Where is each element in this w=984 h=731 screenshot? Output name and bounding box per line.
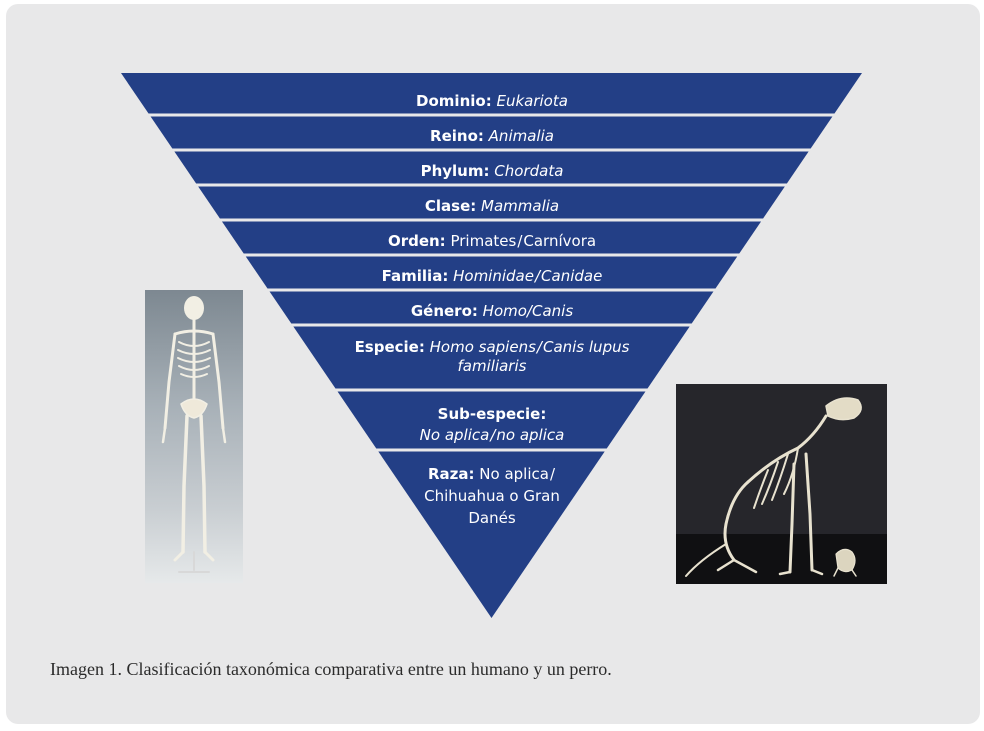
pyramid-band-8 (293, 326, 690, 389)
level-value: Chordata (494, 162, 564, 180)
figure-caption: Imagen 1. Clasificación taxonómica compa… (50, 659, 612, 679)
pyramid-band-1 (121, 73, 862, 114)
pyramid-band-9 (337, 391, 646, 449)
level-value: Primates (450, 232, 517, 250)
level-label: Orden: (387, 232, 446, 250)
level-value-2: Carnívora (523, 232, 597, 250)
level-value-2: Canidae (541, 267, 603, 285)
level-value: No aplica (419, 426, 490, 444)
dog-skeleton-image (676, 384, 887, 584)
level-value: Homo (482, 302, 527, 320)
level-phylum: Phylum: Chordata (0, 162, 984, 181)
level-value: Mammalia (481, 197, 560, 215)
human-skeleton-icon (161, 296, 227, 573)
level-value-2: Canis lupus familiaris (457, 338, 630, 375)
pyramid-band-5 (221, 221, 762, 254)
level-label: Raza: (427, 465, 475, 483)
level-genero: Género: Homo/Canis (410, 302, 574, 320)
level-label: Dominio: (416, 92, 492, 110)
pyramid-band-3 (174, 151, 809, 184)
level-especie: Especie: Homo sapiens/Canis lupus famili… (354, 338, 630, 375)
level-raza: Raza: No aplica/ Chihuahua o Gran Danés (424, 465, 560, 527)
level-label: Sub-especie: (437, 405, 547, 423)
level-label: Género: (410, 302, 478, 320)
level-reino: Reino: Animalia (0, 127, 984, 146)
level-value: Homo sapiens (429, 338, 536, 356)
pyramid-band-4 (198, 186, 785, 219)
level-value: Eukariota (496, 92, 568, 110)
level-label: Clase: (424, 197, 477, 215)
level-value-2: Chihuahua o Gran Danés (424, 487, 560, 527)
level-label: Familia: (381, 267, 449, 285)
level-value-2: no aplica (496, 426, 565, 444)
pyramid-band-7 (269, 291, 714, 324)
pyramid-band-10 (378, 451, 605, 618)
pyramid-band-2 (150, 116, 833, 149)
level-value-2: Canis (531, 302, 574, 320)
level-value: Animalia (488, 127, 554, 145)
level-value: No aplica (479, 465, 549, 483)
level-label: Phylum: (420, 162, 490, 180)
level-familia: Familia: Hominidae/Canidae (381, 267, 603, 285)
level-orden: Orden: Primates/Carnívora (387, 232, 597, 250)
dog-skeleton-icon (676, 384, 887, 584)
pyramid-band-6 (245, 256, 738, 289)
level-label: Especie: (354, 338, 425, 356)
level-clase: Clase: Mammalia (0, 197, 984, 216)
human-skeleton-image (145, 290, 243, 583)
level-label: Reino: (430, 127, 484, 145)
level-subespecie: Sub-especie: No aplica/no aplica (419, 405, 565, 444)
level-value: Hominidae (453, 267, 534, 285)
level-dominio: Dominio: Eukariota (0, 92, 984, 111)
